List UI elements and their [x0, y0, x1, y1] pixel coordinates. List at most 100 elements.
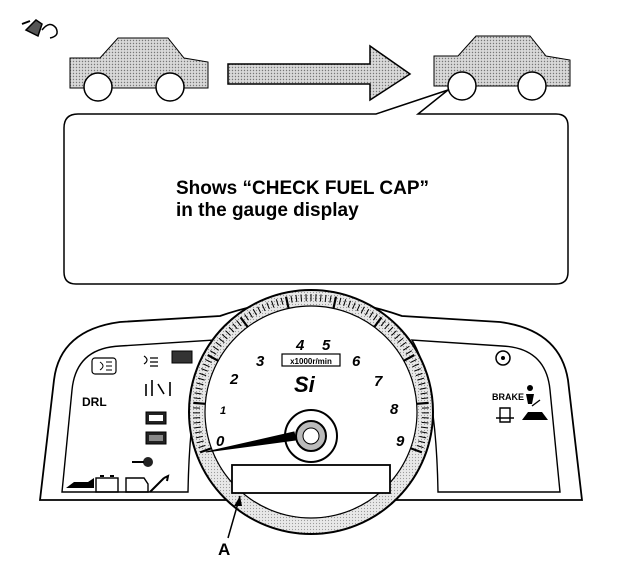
- minor-tick: [197, 377, 205, 381]
- minor-tick: [215, 341, 222, 347]
- tach-number: 9: [396, 433, 405, 450]
- instrument-cluster: 0 1 2 3 4 5 6 7 8 9 x1000r/min Si: [38, 289, 584, 535]
- abs-icon: [145, 431, 167, 445]
- arrow-right-icon: [227, 44, 412, 102]
- minor-tick: [228, 326, 235, 333]
- callout-box: Shows “CHECK FUEL CAP” in the gauge disp…: [63, 89, 569, 285]
- minor-tick: [261, 304, 266, 312]
- car-trunk-icon: [522, 399, 548, 420]
- wrench-icon: [149, 474, 170, 493]
- minor-tick: [356, 304, 361, 312]
- minor-tick: [195, 435, 203, 439]
- fuel-cap-icon: [21, 19, 58, 39]
- minor-tick: [218, 337, 225, 344]
- minor-tick: [352, 302, 356, 310]
- major-tick: [332, 296, 338, 309]
- minor-tick: [410, 359, 417, 364]
- minor-tick: [421, 421, 429, 424]
- minor-tick: [225, 330, 231, 336]
- high-beam-icon: [171, 350, 193, 364]
- tach-number: 6: [352, 353, 361, 370]
- tach-number: 5: [322, 337, 331, 354]
- minor-tick: [199, 372, 207, 377]
- minor-tick: [400, 341, 407, 347]
- minor-tick: [360, 306, 365, 314]
- callout-line-1: Shows “CHECK FUEL CAP”: [176, 178, 429, 199]
- minor-tick: [195, 387, 203, 390]
- major-tick: [193, 401, 206, 405]
- fog-light-icon: [91, 357, 117, 375]
- headlight-icon: [143, 355, 158, 367]
- tach-number: 3: [256, 353, 265, 370]
- tach-number: 0: [216, 433, 225, 450]
- tach-number: 2: [229, 371, 239, 388]
- seatbelt-icon: [145, 380, 171, 396]
- minor-tick: [212, 345, 220, 351]
- airbag-icon: [145, 411, 167, 425]
- tach-number: 4: [295, 337, 305, 354]
- minor-tick: [369, 311, 374, 318]
- callout-line-2: in the gauge display: [176, 200, 359, 221]
- minor-tick: [194, 426, 202, 429]
- pointer-label: A: [218, 540, 230, 559]
- minor-tick: [380, 320, 386, 327]
- brake-indicator: BRAKE: [492, 392, 524, 402]
- minor-tick: [416, 445, 424, 449]
- minor-tick: [343, 299, 347, 307]
- car-icon: [69, 37, 209, 102]
- tachometer-ticks: [192, 294, 430, 454]
- minor-tick: [205, 359, 212, 364]
- battery-icon: [95, 475, 119, 493]
- minor-tick: [420, 431, 428, 434]
- key-icon: [132, 457, 153, 467]
- tach-unit: x1000r/min: [290, 357, 332, 366]
- minor-tick: [418, 440, 426, 444]
- minor-tick: [257, 306, 262, 314]
- pointer-a: A: [218, 495, 242, 559]
- tach-number: 1: [220, 405, 226, 417]
- drl-indicator: DRL: [82, 395, 107, 409]
- minor-tick: [290, 295, 293, 303]
- minor-tick: [319, 294, 322, 302]
- minor-tick: [244, 314, 249, 321]
- minor-tick: [397, 337, 404, 344]
- steering-icon: [495, 350, 511, 366]
- minor-tick: [232, 323, 238, 330]
- minor-tick: [415, 372, 423, 377]
- minor-tick: [271, 300, 275, 308]
- right-panel: [410, 339, 561, 493]
- minor-tick: [417, 377, 425, 381]
- minor-tick: [418, 382, 426, 386]
- minor-tick: [209, 350, 217, 355]
- minor-tick: [202, 363, 210, 368]
- door-ajar-icon: [496, 407, 514, 423]
- minor-tick: [193, 421, 201, 424]
- minor-tick: [201, 368, 208, 372]
- si-badge: Si: [294, 372, 316, 397]
- gauge-display: [231, 464, 391, 494]
- minor-tick: [414, 368, 421, 372]
- minor-tick: [275, 299, 279, 307]
- oil-icon: [66, 478, 94, 488]
- minor-tick: [196, 382, 204, 386]
- minor-tick: [248, 311, 253, 318]
- tachometer-needle: [205, 431, 297, 453]
- minor-tick: [402, 345, 410, 351]
- minor-tick: [384, 323, 390, 330]
- major-tick: [410, 447, 423, 454]
- major-tick: [199, 447, 212, 454]
- minor-tick: [194, 431, 202, 434]
- minor-tick: [196, 440, 204, 444]
- major-tick: [284, 296, 290, 309]
- minor-tick: [193, 397, 201, 400]
- minor-tick: [420, 392, 428, 395]
- minor-tick: [194, 392, 202, 395]
- minor-tick: [324, 294, 327, 302]
- minor-tick: [329, 295, 332, 303]
- tach-number: 8: [390, 401, 399, 418]
- minor-tick: [338, 297, 342, 305]
- major-tick: [207, 354, 219, 362]
- minor-tick: [347, 300, 351, 308]
- minor-tick: [421, 397, 429, 400]
